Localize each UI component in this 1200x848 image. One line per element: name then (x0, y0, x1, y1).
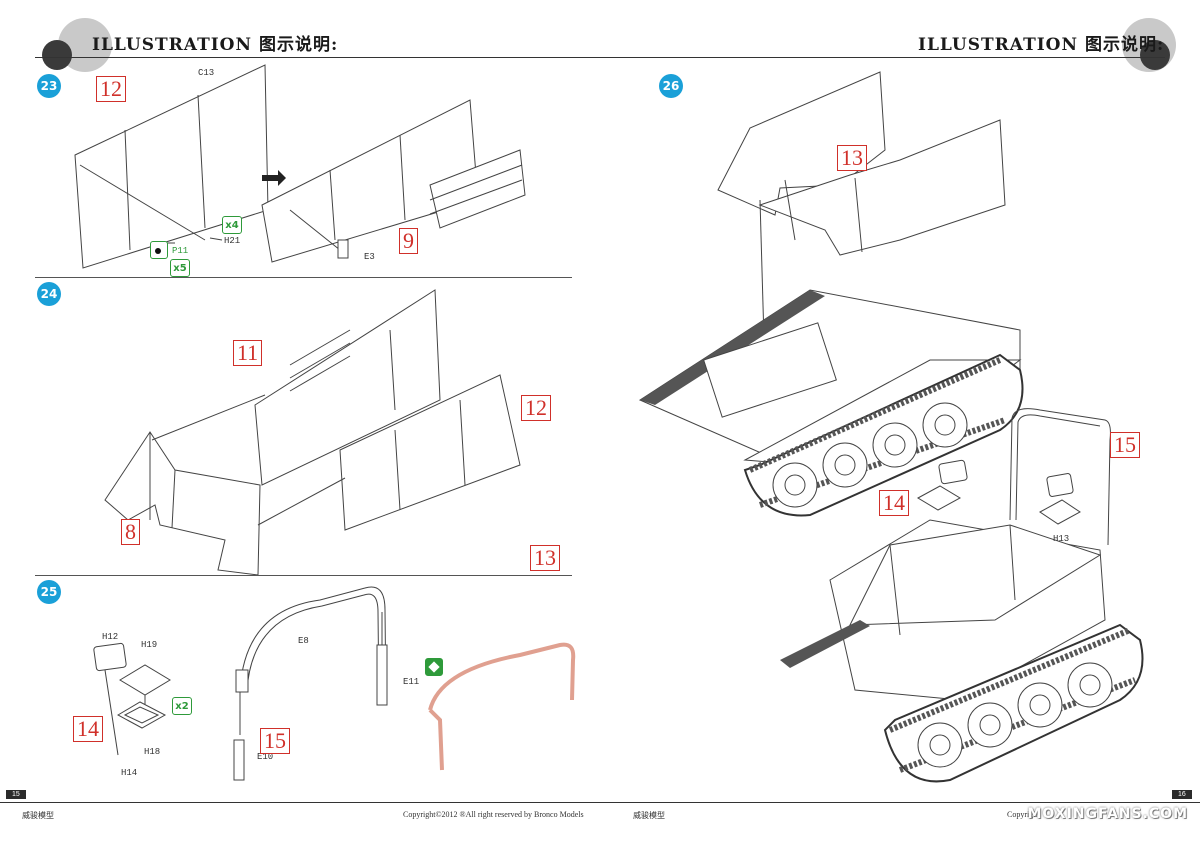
step-badge-24: 24 (37, 282, 61, 306)
footer-copyright-short: Copyright (1007, 810, 1040, 819)
part-label-h12: H12 (102, 632, 119, 642)
header-rule (600, 57, 1165, 58)
page-title: ILLUSTRATION 图示说明: (918, 35, 1165, 55)
step25-drawing (93, 586, 576, 781)
page-number-right: 16 (1172, 790, 1192, 799)
glue-icon (150, 241, 168, 259)
footer-brand: 威骏模型 (22, 811, 54, 820)
footer-brand: 威骏模型 (633, 811, 665, 820)
quantity-x4: x4 (222, 216, 242, 234)
part-label-e11: E11 (403, 677, 420, 687)
footer-rule (600, 802, 1200, 803)
callout-14-b: 14 (879, 490, 909, 516)
part-label-h13: H13 (1053, 534, 1070, 544)
step-badge-23: 23 (37, 74, 61, 98)
callout-12-b: 12 (521, 395, 551, 421)
quantity-x5: x5 (170, 259, 190, 277)
watermark: MOXINGFANS.COM (1027, 806, 1188, 822)
callout-13-b: 13 (837, 145, 867, 171)
header-rule (35, 57, 600, 58)
part-label-h18: H18 (144, 747, 161, 757)
step-divider (35, 575, 572, 576)
step26-drawing (638, 71, 1144, 783)
step-badge-26: 26 (659, 74, 683, 98)
part-label-e3: E3 (364, 252, 375, 262)
callout-14: 14 (73, 716, 103, 742)
part-label-p11: P11 (172, 246, 189, 256)
right-page: ILLUSTRATION 图示说明: 26 (600, 0, 1200, 848)
left-page: ILLUSTRATION 图示说明: 23 12 C13 H21 E3 P11 … (0, 18, 600, 820)
footer-copyright: Copyright©2012 ®All right reserved by Br… (403, 810, 584, 819)
step23-drawing (74, 64, 526, 269)
callout-9: 9 (399, 228, 418, 254)
part-label-h14: H14 (121, 768, 138, 778)
part-label-h19: H19 (141, 640, 158, 650)
step-divider (35, 277, 572, 278)
footer-rule (0, 802, 600, 803)
header-decor-dot (1140, 40, 1170, 70)
callout-8: 8 (121, 519, 140, 545)
callout-13: 13 (530, 545, 560, 571)
callout-15-b: 15 (1110, 432, 1140, 458)
part-label-e8: E8 (298, 636, 309, 646)
part-label-e10: E10 (257, 752, 274, 762)
quantity-x2: x2 (172, 697, 192, 715)
part-label-h21: H21 (224, 236, 241, 246)
header-decor-dot (42, 40, 72, 70)
page-title: ILLUSTRATION 图示说明: (92, 35, 339, 55)
callout-12: 12 (96, 76, 126, 102)
step24-drawing (104, 289, 521, 576)
page-number-left: 15 (6, 790, 26, 799)
callout-11: 11 (233, 340, 263, 366)
step-badge-25: 25 (37, 580, 61, 604)
callout-15: 15 (260, 728, 290, 754)
part-label-c13: C13 (198, 68, 215, 78)
assembly-option-icon (425, 658, 443, 676)
